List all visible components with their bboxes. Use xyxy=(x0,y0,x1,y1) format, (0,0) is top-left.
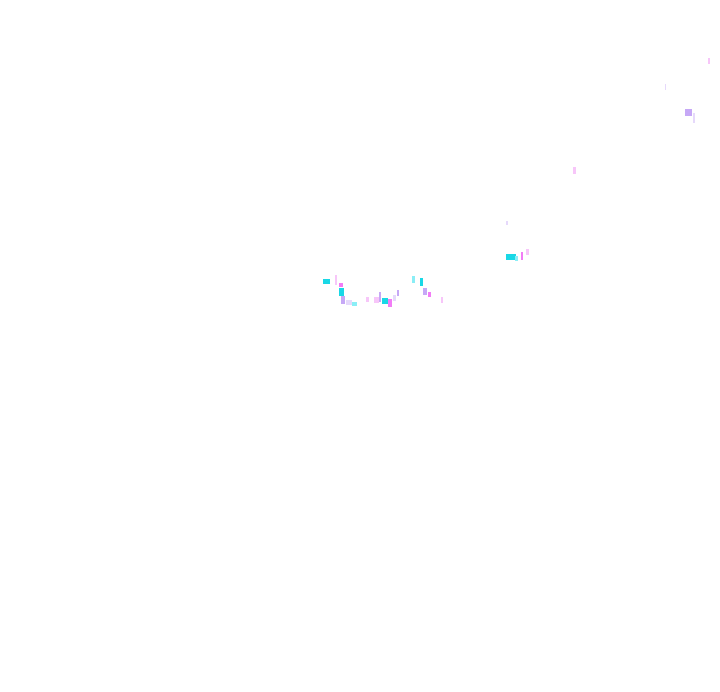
noise-speck xyxy=(665,84,666,90)
noise-speck xyxy=(412,276,415,283)
noise-speck xyxy=(382,298,388,304)
noise-speck xyxy=(379,292,381,302)
noise-speck xyxy=(506,254,516,260)
noise-speck xyxy=(506,221,508,225)
noise-speck xyxy=(339,288,344,296)
noise-speck xyxy=(708,58,710,64)
noise-speck xyxy=(366,297,369,302)
noise-speck xyxy=(441,297,443,303)
noise-speck xyxy=(335,275,337,285)
noise-speck xyxy=(346,300,352,305)
noise-speck xyxy=(515,256,518,261)
noise-speck xyxy=(693,113,695,123)
noise-speck xyxy=(423,288,427,295)
noise-speck xyxy=(521,252,523,260)
noise-speck xyxy=(339,283,343,287)
noise-speck xyxy=(420,278,423,286)
noise-speck xyxy=(428,292,431,297)
noise-speck xyxy=(374,297,379,303)
noise-speck xyxy=(573,167,576,174)
noise-speck xyxy=(388,299,392,307)
noise-speck xyxy=(526,249,529,255)
noise-speck xyxy=(397,290,399,296)
noise-speck xyxy=(341,296,345,304)
noise-speck xyxy=(685,109,692,116)
noise-speck xyxy=(393,295,396,301)
noise-speck xyxy=(323,279,330,284)
noise-speck xyxy=(352,302,357,306)
